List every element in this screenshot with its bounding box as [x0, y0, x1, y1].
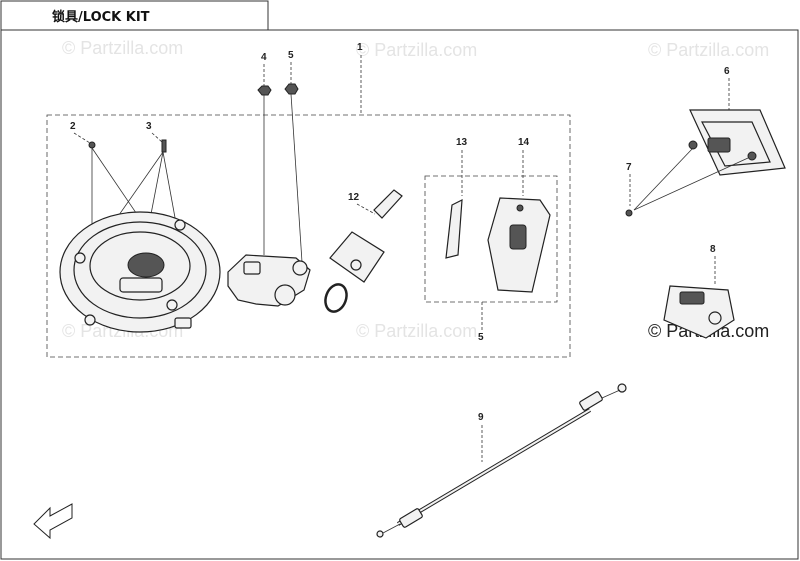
front-direction-arrow-icon: [33, 503, 73, 540]
fuel-cap: [59, 211, 221, 333]
callout-2: 2: [70, 121, 76, 132]
watermark-1: © Partzilla.com: [62, 38, 183, 58]
watermark-2: © Partzilla.com: [356, 40, 477, 60]
key: [329, 189, 403, 283]
nut-5a: [257, 85, 272, 96]
diagram-frame: [0, 29, 799, 560]
screw-3: [161, 139, 167, 153]
watermark-5: © Partzilla.com: [356, 321, 477, 341]
key-group-box: [424, 175, 558, 303]
control-module: [688, 109, 786, 176]
actuator: [663, 285, 735, 339]
callout-8: 8: [710, 244, 716, 255]
callout-5a: 4: [261, 52, 267, 63]
callout-13: 13: [456, 137, 468, 148]
o-ring: [324, 283, 348, 313]
screw-2: [88, 141, 96, 149]
nut-5b: [284, 83, 299, 95]
watermark-3: © Partzilla.com: [648, 40, 769, 60]
callout-3: 3: [146, 121, 152, 132]
callout-12: 12: [348, 192, 360, 203]
callout-1: 1: [357, 42, 363, 53]
screw-7: [625, 209, 633, 217]
title-box: [0, 0, 269, 31]
lock-switch-body: [227, 254, 311, 307]
key-fob: [487, 197, 551, 293]
callout-14: 14: [518, 137, 530, 148]
release-cable: [376, 383, 627, 538]
callout-4: 5: [478, 332, 484, 343]
assembly-group-box: [46, 114, 571, 358]
callout-9: 9: [478, 412, 484, 423]
callout-6: 6: [724, 66, 730, 77]
key-blade: [445, 198, 463, 259]
callout-7: 7: [626, 162, 632, 173]
diagram-title: 锁具/LOCK KIT: [52, 9, 150, 25]
callout-5b: 5: [288, 50, 294, 61]
